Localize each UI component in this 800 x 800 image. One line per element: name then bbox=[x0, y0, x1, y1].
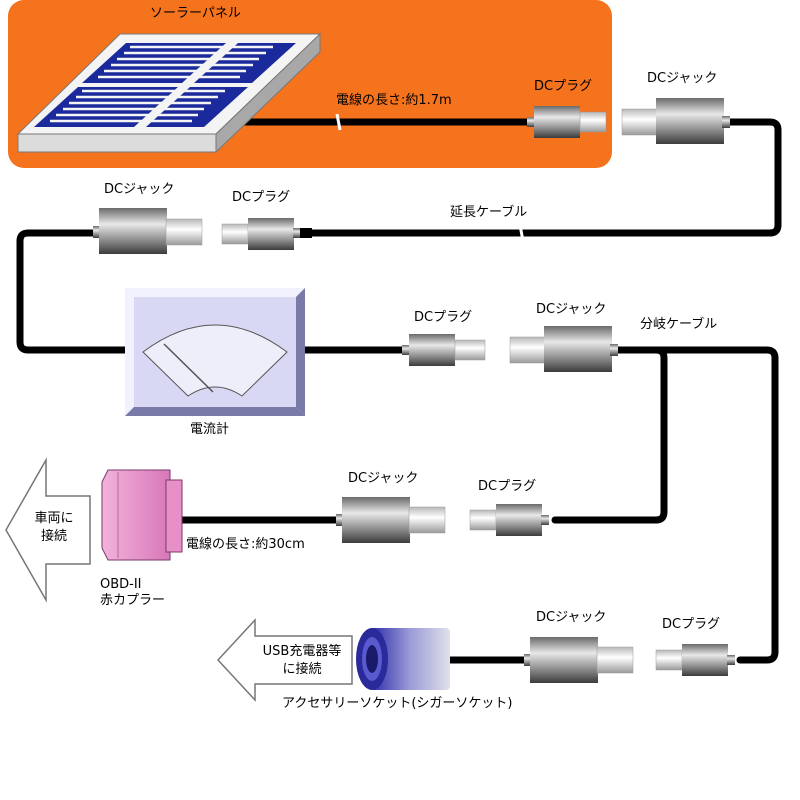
solar-wire-length-label: 電線の長さ:約1.7m bbox=[336, 93, 452, 108]
obd-coupler-label-line2: 赤カプラー bbox=[100, 593, 166, 608]
accessory-socket bbox=[356, 628, 450, 690]
obd-wire-length-label: 電線の長さ:約30cm bbox=[186, 537, 305, 552]
dc-plug-extension-out bbox=[221, 218, 312, 250]
dc-plug-meter-out-label: DCプラグ bbox=[414, 310, 473, 325]
vehicle-arrow bbox=[5, 457, 91, 603]
meter-scale bbox=[142, 324, 288, 397]
dc-jack-extension-in-label: DCジャック bbox=[647, 71, 718, 86]
dc-plug-splitter-obd bbox=[469, 504, 549, 536]
dc-jack-splitter-in-label: DCジャック bbox=[536, 302, 607, 317]
dc-jack-splitter-in bbox=[509, 326, 618, 372]
usb-arrow-text-line2: に接続 bbox=[282, 662, 322, 677]
splitter-cable-branch-a bbox=[551, 346, 668, 524]
dc-jack-extension-in bbox=[621, 98, 730, 144]
accessory-socket-label: アクセサリーソケット(シガーソケット) bbox=[282, 696, 513, 711]
dc-jack-meter-in-label: DCジャック bbox=[104, 182, 175, 197]
extension-cable bbox=[306, 118, 782, 237]
cable-network bbox=[16, 118, 782, 664]
cable-break-mark bbox=[518, 224, 525, 242]
dc-jack-meter-in bbox=[93, 208, 203, 254]
dc-plug-meter-out bbox=[402, 334, 486, 366]
ammeter-label: 電流計 bbox=[190, 422, 230, 437]
dc-jack-socket-label: DCジャック bbox=[536, 610, 607, 625]
dc-plug-splitter-obd-label: DCプラグ bbox=[478, 479, 537, 494]
extension-cable-label: 延長ケーブル bbox=[450, 205, 528, 220]
dc-jack-socket bbox=[524, 637, 634, 683]
obd-ii-coupler bbox=[101, 469, 183, 561]
dc-plug-splitter-socket-label: DCプラグ bbox=[662, 617, 721, 632]
usb-arrow bbox=[216, 618, 353, 702]
obd-coupler-label-line1: OBD-II bbox=[100, 577, 142, 592]
vehicle-arrow-text-line2: 接続 bbox=[40, 529, 67, 544]
splitter-cable-label: 分岐ケーブル bbox=[640, 317, 718, 332]
dc-jack-obd-label: DCジャック bbox=[348, 471, 419, 486]
dc-plug-extension-out-label: DCプラグ bbox=[232, 190, 291, 205]
dc-plug-solar bbox=[527, 106, 607, 138]
dc-jack-obd bbox=[336, 497, 446, 543]
vehicle-arrow-text-line1: 車両に bbox=[34, 511, 74, 526]
dc-plug-splitter-socket bbox=[655, 644, 735, 676]
solar-panel-label: ソーラーパネル bbox=[150, 6, 241, 21]
solar-panel bbox=[16, 32, 322, 154]
ammeter bbox=[125, 288, 305, 416]
meter-input-cable bbox=[16, 229, 129, 354]
cable-break-mark bbox=[335, 113, 342, 131]
dc-plug-solar-label: DCプラグ bbox=[534, 79, 593, 94]
splitter-cable-branch-b bbox=[611, 346, 779, 664]
usb-arrow-text-line1: USB充電器等 bbox=[262, 644, 342, 659]
meter-needle bbox=[163, 343, 214, 393]
